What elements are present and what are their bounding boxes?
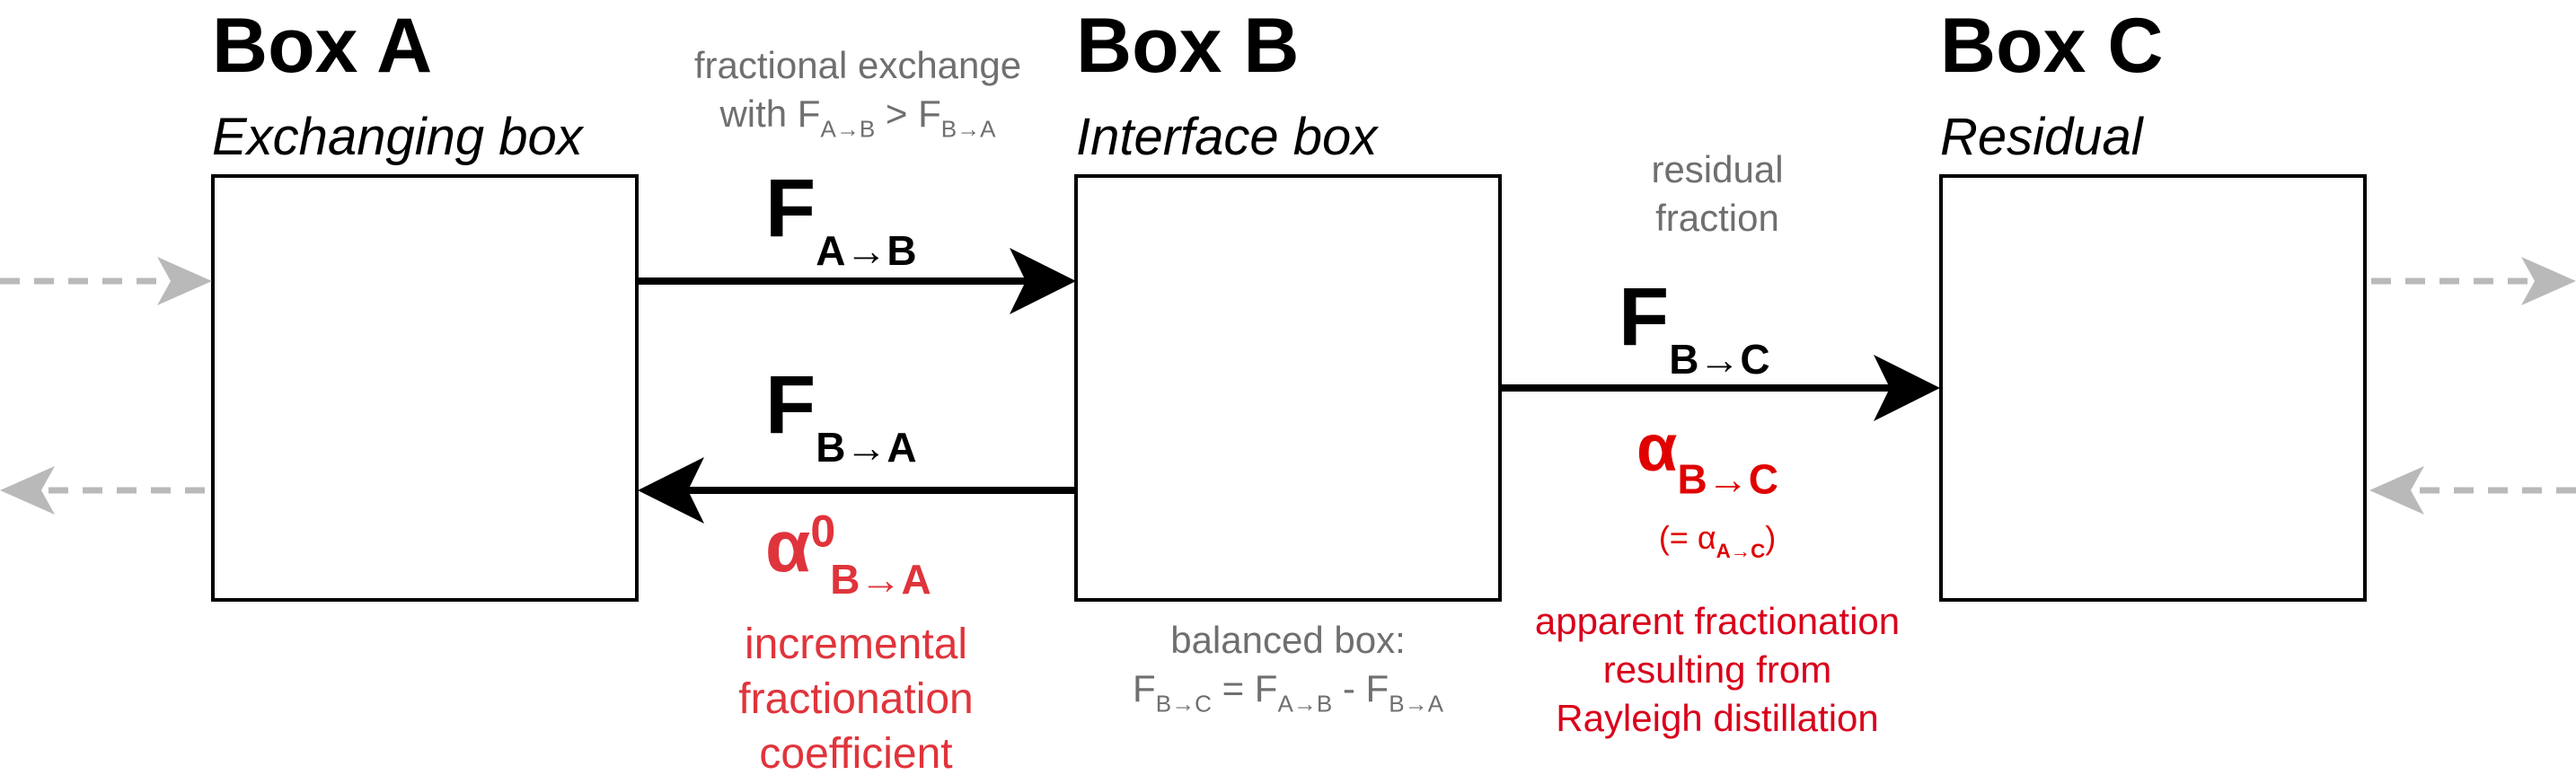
balance-note-s1: B→C xyxy=(1155,690,1212,718)
balance-note-s2: A→B xyxy=(1277,690,1333,718)
alpha-b-to-a-description: incremental fractionation coefficient xyxy=(683,617,1029,781)
exchange-note-line1: fractional exchange xyxy=(693,44,1022,86)
balance-note-line1: balanced box: xyxy=(1170,619,1406,661)
alpha-b-to-a-desc-line1: incremental xyxy=(744,621,968,668)
balance-note-eq: = F xyxy=(1211,667,1278,709)
alpha-b-to-c-description: apparent fractionation resulting from Ra… xyxy=(1493,597,1942,743)
dashed-arrow-into-a xyxy=(0,257,212,305)
balance-note-f1: F xyxy=(1133,667,1156,709)
alpha-b-to-c-desc-line3: Rayleigh distillation xyxy=(1556,697,1879,739)
alpha-b-to-c-symbol: α xyxy=(1636,410,1678,485)
box-c-title: Box C xyxy=(1940,3,2164,89)
residual-note-line2: fraction xyxy=(1655,197,1779,239)
box-c xyxy=(1939,174,2367,602)
box-b xyxy=(1074,174,1502,602)
flux-b-to-a-label: FB→A xyxy=(765,364,917,468)
alpha-eq-sub: A→C xyxy=(1716,540,1766,563)
alpha-b-to-c-subscript: B→C xyxy=(1677,455,1778,503)
exchange-note: fractional exchange with FA→B > FB→A xyxy=(656,41,1060,141)
exchange-note-mid: > F xyxy=(875,92,941,135)
arrow-b-to-a xyxy=(638,457,1074,524)
flux-a-to-b-label: FA→B xyxy=(765,167,917,271)
flux-b-to-c-subscript: B→C xyxy=(1669,336,1770,383)
exchange-note-f1: with F xyxy=(719,92,821,135)
arrow-b-to-c xyxy=(1502,355,1940,421)
dashed-arrow-out-of-c xyxy=(2371,257,2576,305)
residual-note-line1: residual xyxy=(1651,148,1784,190)
exchange-note-sub1: A→B xyxy=(820,115,876,143)
alpha-b-to-a-symbol: α xyxy=(765,506,811,587)
box-a-subtitle: Exchanging box xyxy=(212,108,583,166)
arrow-a-to-b xyxy=(639,248,1076,314)
exchange-note-line2: with FA→B > FB→A xyxy=(656,90,1060,141)
box-c-subtitle: Residual xyxy=(1940,108,2143,166)
alpha-b-to-a-subscript: B→A xyxy=(830,556,931,603)
box-b-subtitle: Interface box xyxy=(1076,108,1378,166)
box-b-title: Box B xyxy=(1076,3,1300,89)
flux-b-to-c-symbol: F xyxy=(1619,271,1670,363)
dashed-arrow-out-of-a xyxy=(0,466,205,515)
alpha-b-to-c-label: αB→C xyxy=(1636,415,1778,500)
balance-note-s3: B→A xyxy=(1389,690,1443,718)
alpha-eq-prefix: (= α xyxy=(1658,519,1716,556)
flux-a-to-b-subscript: A→B xyxy=(816,227,917,275)
balance-note: balanced box: FB→C = FA→B - FB→A xyxy=(1074,616,1502,716)
flux-b-to-c-label: FB→C xyxy=(1619,276,1770,380)
box-a-title: Box A xyxy=(212,3,433,89)
alpha-b-to-a-superscript: 0 xyxy=(810,506,836,557)
alpha-b-to-a-label: α0B→A xyxy=(765,506,931,601)
alpha-b-to-c-desc-line2: resulting from xyxy=(1602,648,1832,691)
alpha-b-to-c-equivalence: (= αA→C) xyxy=(1538,517,1897,563)
alpha-b-to-a-desc-line2: fractionation xyxy=(738,675,974,723)
box-a xyxy=(211,174,639,602)
flux-b-to-a-symbol: F xyxy=(765,359,816,451)
alpha-eq-suffix: ) xyxy=(1765,519,1777,556)
alpha-b-to-c-desc-line1: apparent fractionation xyxy=(1534,600,1901,642)
exchange-note-sub2: B→A xyxy=(940,115,996,143)
flux-b-to-a-subscript: B→A xyxy=(816,424,917,471)
alpha-b-to-a-desc-line3: coefficient xyxy=(759,730,953,778)
balance-note-equation: FB→C = FA→B - FB→A xyxy=(1074,665,1502,716)
balance-note-minus: - F xyxy=(1332,667,1389,709)
residual-note: residual fraction xyxy=(1538,145,1897,242)
flux-a-to-b-symbol: F xyxy=(765,163,816,254)
dashed-arrow-into-c xyxy=(2369,466,2576,515)
